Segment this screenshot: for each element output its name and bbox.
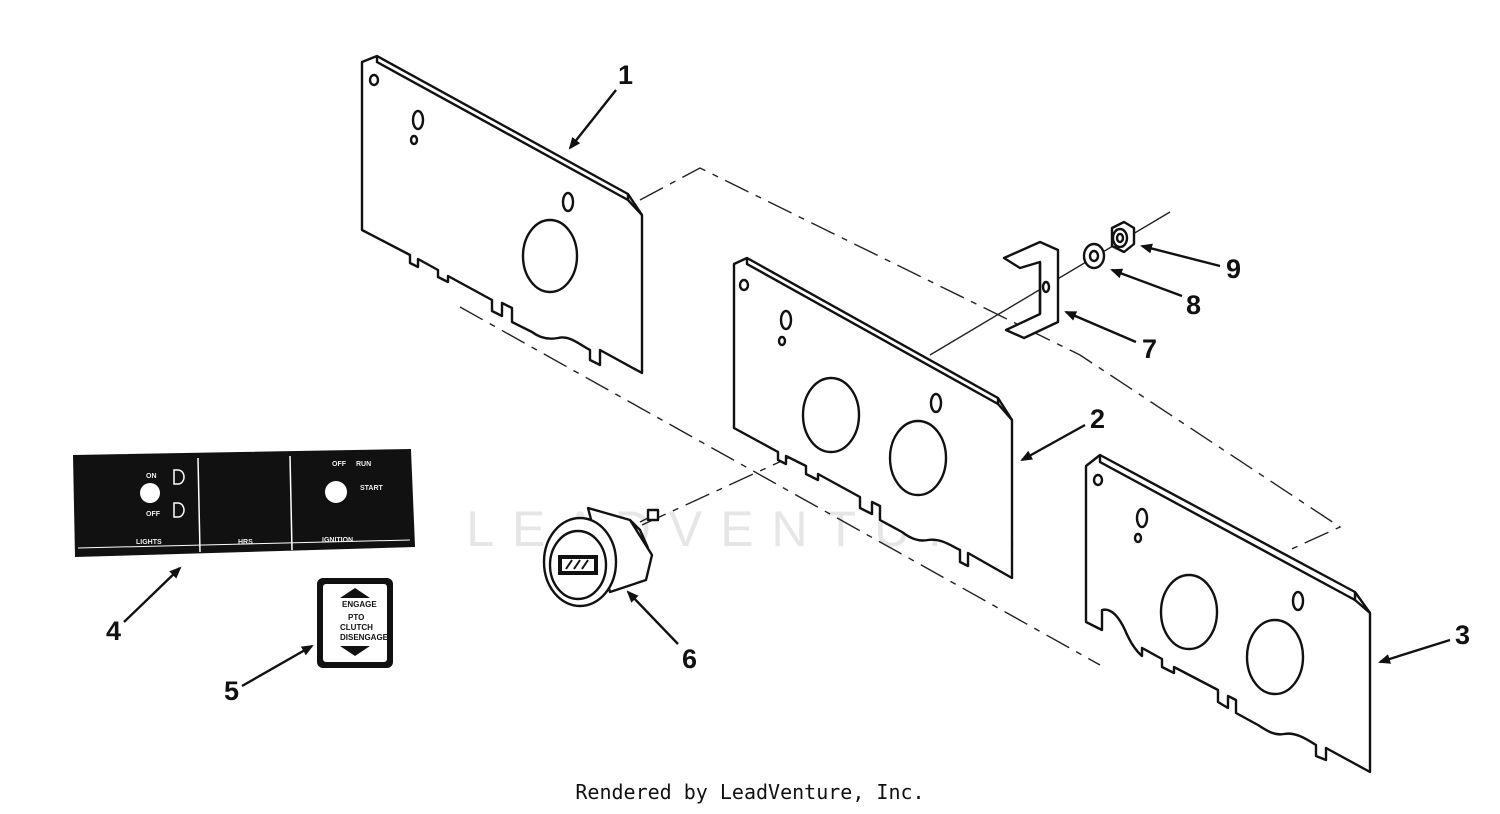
pto-disengage-label: DISENGAGE (340, 633, 389, 642)
callout-9: 9 (1226, 254, 1241, 284)
lights-on-label: ON (146, 473, 157, 480)
callout-2: 2 (1090, 404, 1105, 434)
callout-arrows (123, 89, 1451, 688)
ignition-label: IGNITION (322, 537, 353, 544)
callout-4: 4 (106, 616, 121, 646)
ignition-off-label: OFF (332, 461, 347, 468)
pto-clutch-decal: ENGAGE PTO CLUTCH DISENGAGE (317, 578, 393, 668)
footer-credit: Rendered by LeadVenture, Inc. (575, 780, 925, 804)
callout-5: 5 (224, 676, 239, 706)
panel-plate-3 (1084, 453, 1372, 774)
arrow-5 (241, 644, 314, 688)
hours-label: HRS (238, 539, 253, 546)
ignition-start-label: START (360, 485, 384, 492)
arrow-9 (1140, 243, 1221, 268)
pto-engage-label: ENGAGE (342, 600, 377, 609)
callout-8: 8 (1186, 290, 1201, 320)
arrow-2 (1020, 423, 1086, 462)
arrow-6 (626, 590, 679, 645)
instrument-decal: ON OFF LIGHTS HRS OFF RUN START IGNITION (72, 448, 416, 558)
arrow-3 (1378, 638, 1451, 664)
arrow-4 (123, 566, 182, 623)
arrow-7 (1064, 310, 1137, 344)
callout-3: 3 (1455, 620, 1470, 650)
lock-washer (1082, 242, 1106, 270)
callout-7: 7 (1142, 334, 1157, 364)
callout-1: 1 (618, 60, 633, 90)
clutch-label: CLUTCH (340, 623, 373, 632)
panel-plate-2 (732, 256, 1014, 580)
arrow-8 (1110, 268, 1183, 298)
hex-nut (1110, 220, 1136, 254)
lights-label: LIGHTS (136, 539, 162, 546)
hour-meter (542, 506, 660, 608)
lights-off-label: OFF (146, 511, 161, 518)
panel-plate-1 (360, 54, 644, 375)
pto-label: PTO (348, 613, 364, 622)
callout-labels: 1 2 3 4 5 6 7 8 9 (106, 60, 1470, 706)
arrow-1 (568, 89, 617, 150)
ignition-run-label: RUN (356, 461, 371, 468)
callout-6: 6 (682, 644, 697, 674)
bracket (1002, 240, 1060, 340)
